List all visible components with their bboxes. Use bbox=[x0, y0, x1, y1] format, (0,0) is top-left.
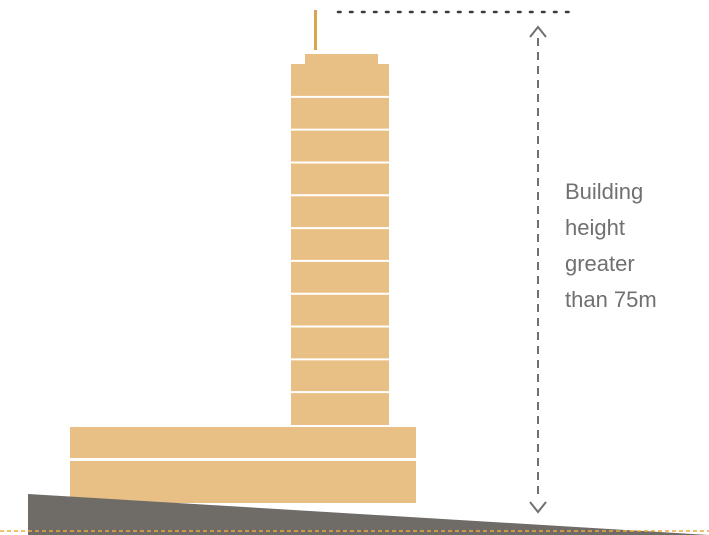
height-label-line-3: greater bbox=[565, 251, 635, 276]
height-label-line-2: height bbox=[565, 215, 625, 240]
antenna bbox=[314, 10, 317, 50]
height-dimension bbox=[529, 25, 547, 514]
arrowhead-up-icon bbox=[529, 25, 547, 38]
podium bbox=[70, 427, 416, 503]
height-label-line-4: than 75m bbox=[565, 287, 657, 312]
tower bbox=[291, 64, 389, 425]
podium-floor-lower bbox=[70, 461, 416, 503]
tower-body bbox=[291, 64, 389, 425]
height-label-line-1: Building bbox=[565, 179, 643, 204]
tower-floor-lines bbox=[291, 95, 389, 394]
tower-cap bbox=[305, 54, 378, 64]
height-label: Building height greater than 75m bbox=[565, 179, 657, 312]
sloped-ground bbox=[28, 494, 709, 535]
podium-floor-upper bbox=[70, 427, 416, 458]
arrowhead-down-icon bbox=[529, 501, 547, 514]
